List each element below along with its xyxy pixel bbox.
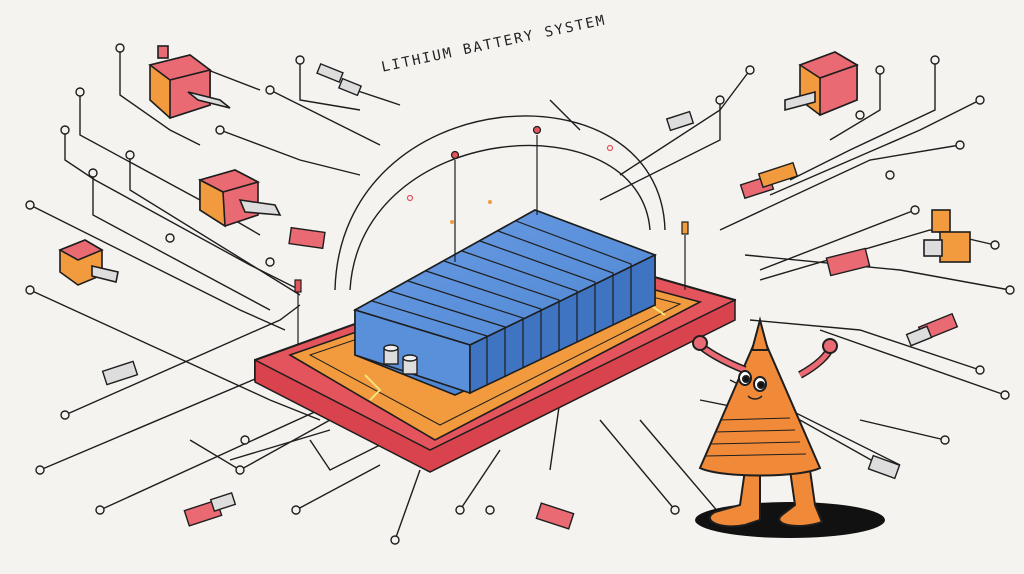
cone-character [692,316,885,538]
trace-nodes [25,43,1015,545]
plug-connector-3 [58,239,119,286]
battery-terminals [383,344,418,375]
dome-arc [334,115,666,291]
plug-connector-1 [148,45,231,120]
probe-pins [294,125,689,345]
plug-connector-5 [923,209,971,263]
plug-connectors [58,45,971,286]
plug-connector-4 [784,51,859,117]
plug-connector-2 [197,169,282,228]
battery-cells [352,209,658,396]
chip-components [101,62,959,530]
